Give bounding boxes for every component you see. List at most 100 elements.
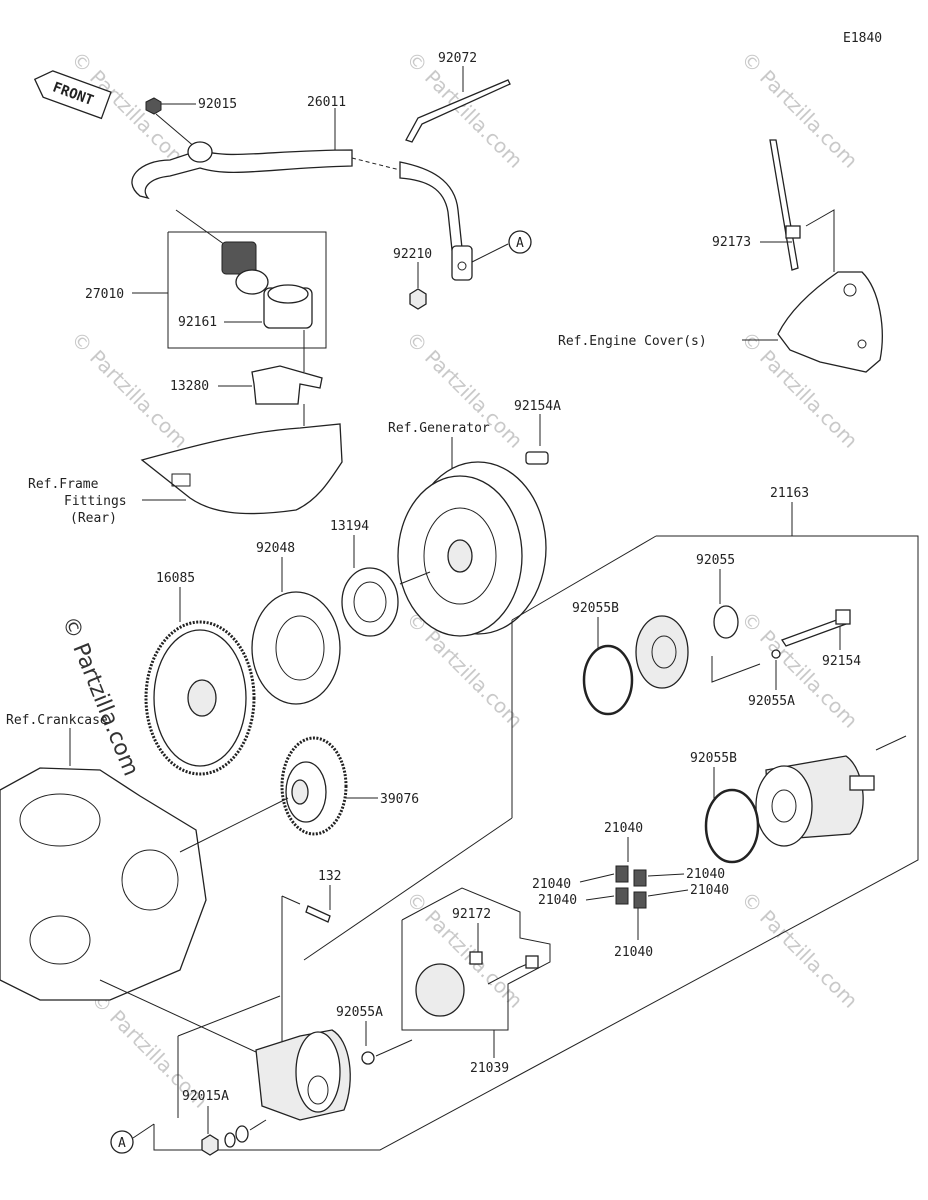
part-label-21040-top: 21040	[604, 821, 643, 836]
crankcase-ref: Ref.Crankcase	[0, 713, 207, 1001]
idle-gear-shaft	[291, 779, 309, 805]
clutch-inner	[353, 581, 387, 623]
relay-cover-opening	[267, 284, 309, 304]
brush-spring-icon	[615, 865, 629, 883]
eyelet-hole	[457, 261, 467, 271]
starter-gear-group: 16085	[144, 571, 256, 776]
flywheel-hub	[447, 539, 473, 573]
leader-line	[579, 873, 615, 883]
leader-line	[471, 243, 509, 263]
part-label-92055: 92055	[696, 553, 735, 568]
part-label-92055b-top: 92055B	[572, 601, 619, 616]
plate-92048	[251, 591, 341, 705]
leader-line	[179, 797, 289, 853]
leader-line	[647, 873, 685, 877]
armature-center	[771, 789, 797, 823]
assembly-outline	[303, 817, 513, 961]
starter-relay-body	[221, 241, 257, 275]
generator-ref-group: Ref.Generator 92154A	[388, 399, 561, 637]
brush-spring-icon	[633, 891, 647, 909]
watermark-vertical: © Partzilla.com	[56, 613, 143, 780]
cover-hole	[857, 339, 867, 349]
oring-92055a-left	[361, 1051, 375, 1065]
housing-flange	[295, 1031, 341, 1113]
ref-generator-label: Ref.Generator	[388, 421, 490, 436]
cable-tie-92072	[405, 79, 511, 143]
brush-spring-icon	[633, 869, 647, 887]
engine-cover-shape	[777, 271, 883, 373]
cable-terminal	[187, 141, 213, 163]
end-cover-bearing	[651, 635, 677, 669]
leader-line	[647, 889, 689, 897]
cable-end-section	[399, 161, 463, 251]
starter-relay-group: 27010 92161	[85, 209, 327, 372]
part-label-92173: 92173	[712, 235, 751, 250]
oring-92055b-mid	[704, 788, 760, 864]
part-label-92015: 92015	[198, 97, 237, 112]
part-label-27010: 27010	[85, 287, 124, 302]
leader-line	[249, 1119, 267, 1131]
callout-a-circle	[508, 230, 532, 254]
bracket-13280	[251, 365, 323, 405]
engine-cover-ref: Ref.Engine Cover(s) 92173	[558, 139, 883, 373]
part-label-16085: 16085	[156, 571, 195, 586]
part-label-21040-bot: 21040	[614, 945, 653, 960]
leader-line	[281, 895, 301, 905]
part-label-92015a: 92015A	[182, 1089, 229, 1104]
leader-line	[585, 895, 615, 901]
leader-line	[875, 735, 907, 751]
starter-relay-cap	[235, 269, 269, 295]
leader-line	[99, 979, 257, 1053]
flywheel-inner-ring	[423, 507, 497, 605]
part-label-92072: 92072	[438, 51, 477, 66]
idle-gear-group: 39076	[179, 736, 419, 853]
cover-hole	[843, 283, 857, 297]
crankcase-shape	[0, 767, 207, 1001]
one-way-clutch-group: 13194	[330, 519, 399, 637]
part-label-92161: 92161	[178, 315, 217, 330]
lead-terminal	[525, 955, 539, 969]
part-label-92055a-right: 92055A	[748, 694, 795, 709]
ref-crankcase-label: Ref.Crankcase	[6, 713, 108, 728]
frame-fittings-shape	[140, 423, 343, 515]
nut-92015-icon	[145, 97, 162, 115]
watermark: © Partzilla.com	[736, 887, 862, 1013]
part-label-21040-r2: 21040	[690, 883, 729, 898]
cable-break-line	[351, 157, 401, 171]
cable-eyelet	[451, 245, 473, 281]
front-arrow-shape	[33, 70, 112, 120]
ref-frame-line-1: Ref.Frame	[28, 477, 99, 492]
part-label-13280: 13280	[170, 379, 209, 394]
oring-92055	[713, 605, 739, 639]
frame-hole	[171, 473, 191, 487]
part-label-21163: 21163	[770, 486, 809, 501]
part-label-21039: 21039	[470, 1061, 509, 1076]
brush-holder-plate	[415, 963, 465, 1017]
cable-tie-92173	[769, 139, 799, 271]
part-label-92172: 92172	[452, 907, 491, 922]
crankcase-boss	[29, 915, 91, 965]
callout-a-bottom: A	[118, 1136, 126, 1151]
starter-cable-assembly: 92015 26011 A 92210 92072	[131, 51, 532, 310]
part-label-92055b-mid: 92055B	[690, 751, 737, 766]
bolt-head	[835, 609, 851, 625]
washer-icon	[224, 1132, 236, 1148]
starter-end-cover	[635, 615, 689, 689]
part-label-21040-l1: 21040	[532, 877, 571, 892]
leader-line	[132, 1123, 155, 1139]
screw-92172	[469, 951, 483, 965]
leader-line	[155, 113, 197, 149]
oring-92055b-top	[582, 644, 634, 716]
diagram-code: E1840	[843, 31, 882, 46]
leader-line	[805, 209, 835, 272]
motor-shaft	[849, 775, 875, 791]
part-label-21040-r1: 21040	[686, 867, 725, 882]
starter-cable-26011	[131, 149, 353, 200]
watermark: © Partzilla.com	[736, 47, 862, 173]
ref-frame-line-3: (Rear)	[70, 511, 117, 526]
starter-motor-21163-group: 21163 92055 92055B 92154 92055A 92	[99, 486, 919, 1156]
crankcase-bore	[19, 793, 101, 847]
nut-92210-icon	[409, 288, 427, 310]
brush-spring-icon	[615, 887, 629, 905]
leader-line	[375, 1039, 413, 1057]
